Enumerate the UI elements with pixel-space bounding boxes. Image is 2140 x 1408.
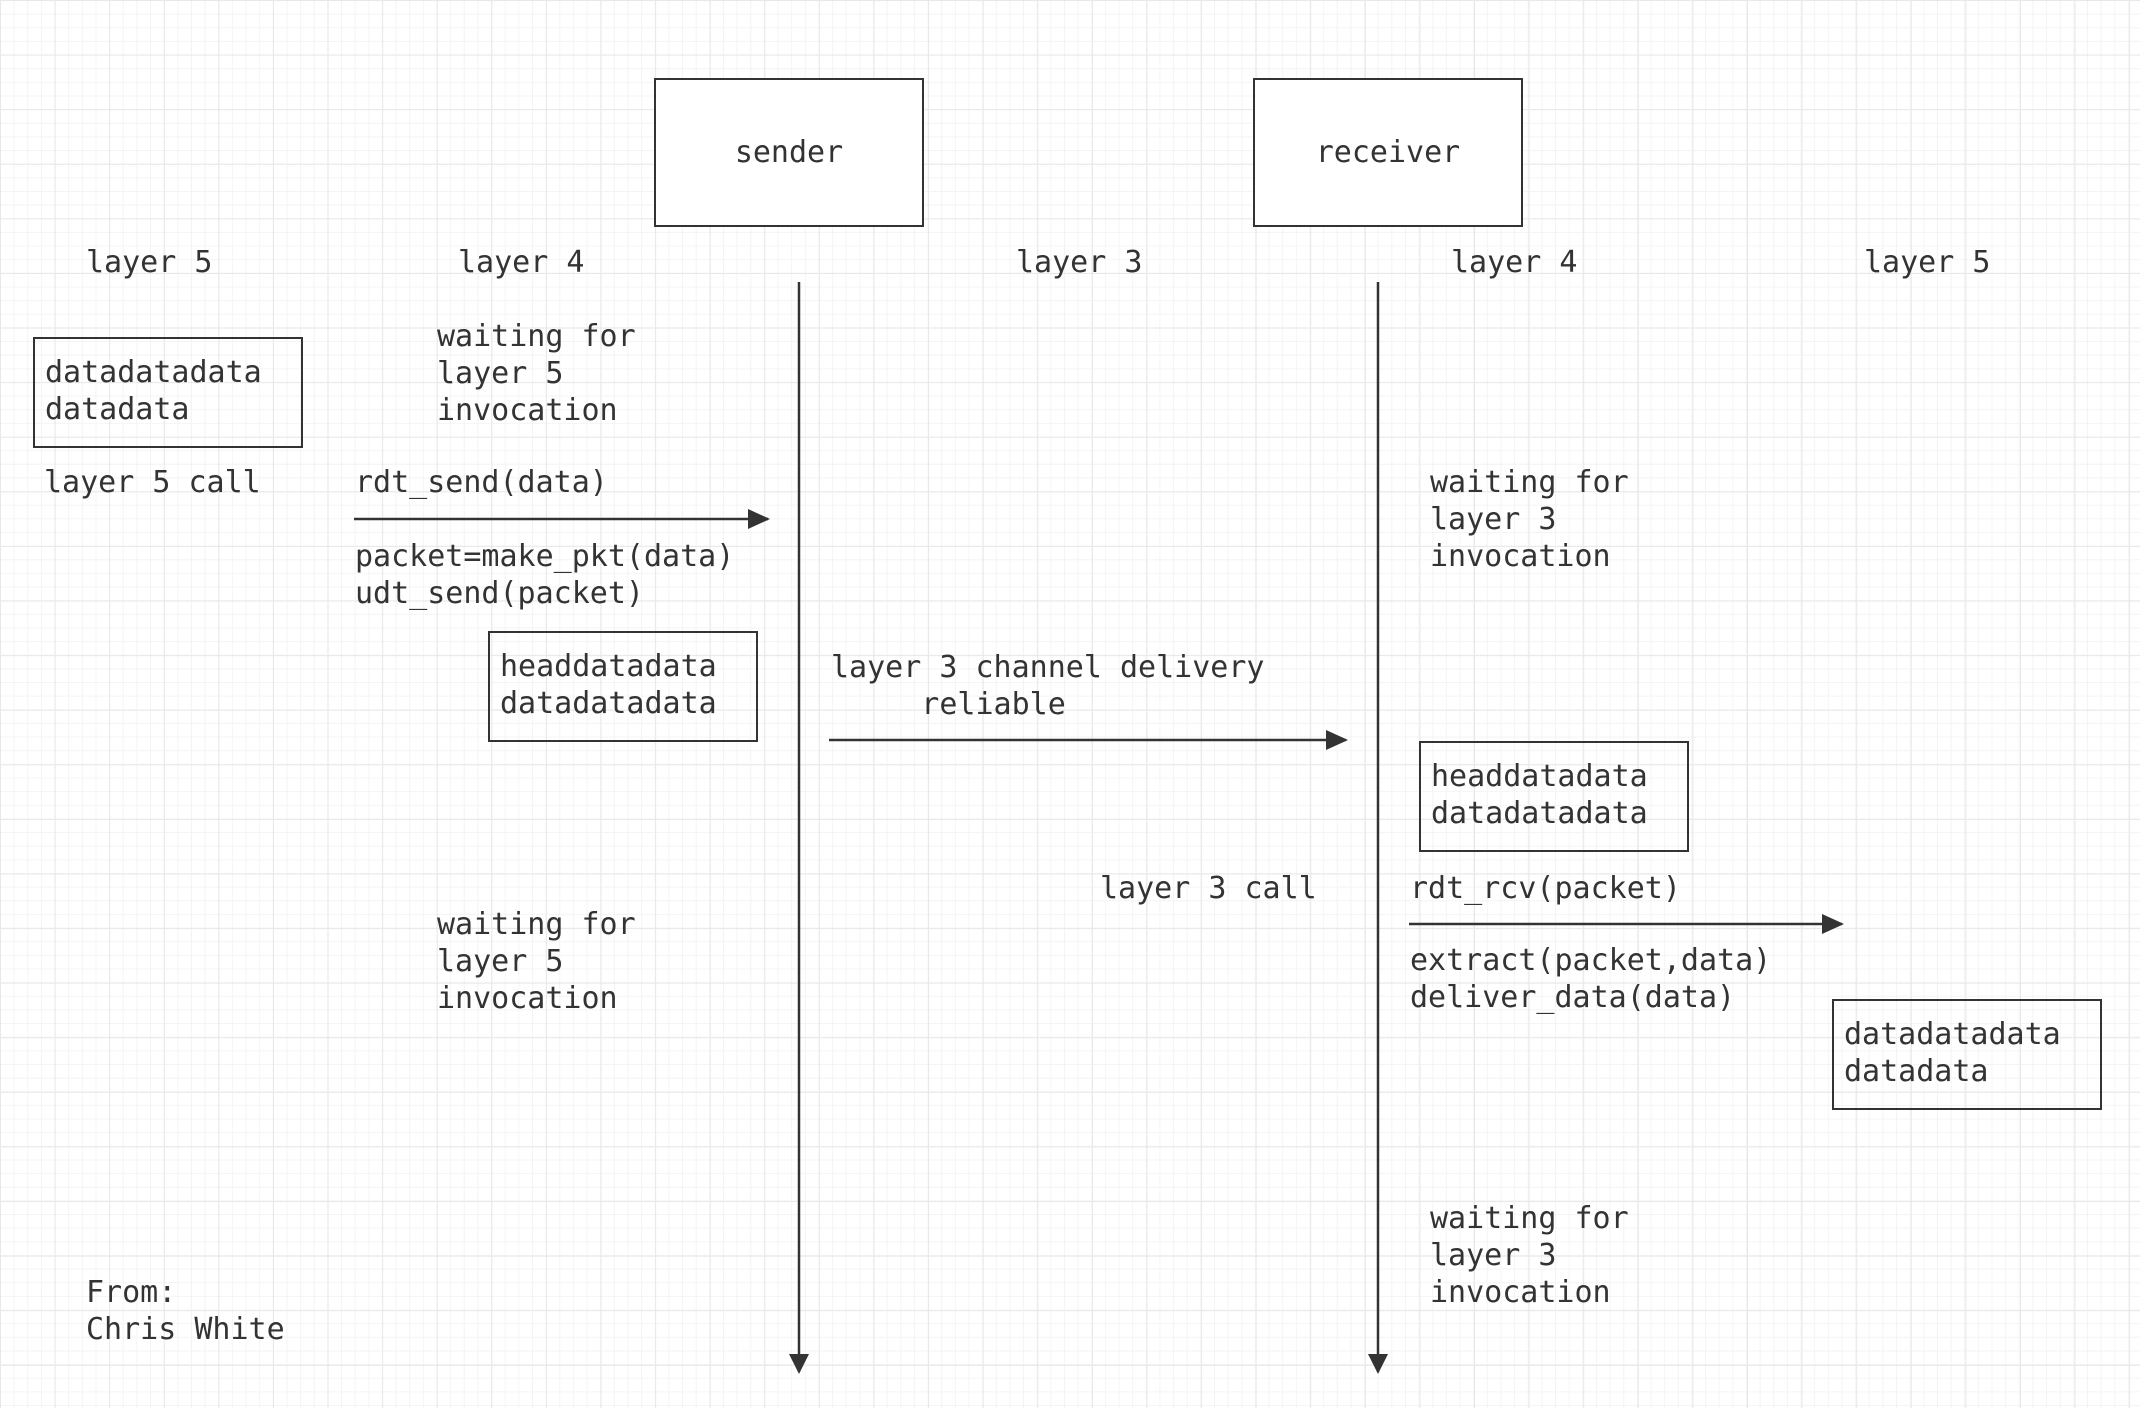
sender-lifeline-arrowhead (789, 1354, 809, 1374)
rdt-rcv-arrowhead (1822, 914, 1844, 934)
receiver-packet-box: headdatadata datadatadata (1419, 741, 1689, 852)
rdt-rcv-label: rdt_rcv(packet) (1410, 871, 1681, 906)
sender-layer5-call: layer 5 call (44, 465, 261, 500)
sender-waiting-top: waiting for layer 5 invocation (437, 319, 636, 428)
sender-packet-box-text: headdatadata datadatadata (500, 649, 717, 721)
receiver-data-box: datadatadata datadata (1832, 999, 2102, 1110)
make-pkt-label: packet=make_pkt(data) udt_send(packet) (355, 539, 735, 611)
layer-heading-channel-l3: layer 3 (1016, 245, 1143, 280)
receiver-waiting-top: waiting for layer 3 invocation (1430, 465, 1629, 574)
receiver-lifeline-arrowhead (1368, 1354, 1388, 1374)
sender-data-box-text: datadatadata datadata (45, 355, 262, 427)
layer-heading-sender-l4: layer 4 (458, 245, 585, 280)
sender-waiting-bottom: waiting for layer 5 invocation (437, 907, 636, 1016)
rdt-send-label: rdt_send(data) (355, 465, 608, 500)
extract-label: extract(packet,data) deliver_data(data) (1410, 943, 1772, 1015)
author-credit: From: Chris White (86, 1275, 285, 1347)
channel-delivery-label: layer 3 channel delivery reliable (831, 650, 1265, 722)
receiver-data-box-text: datadatadata datadata (1844, 1017, 2061, 1089)
sender-data-box: datadatadata datadata (33, 337, 303, 448)
receiver-box: receiver (1253, 78, 1523, 227)
layer-heading-receiver-l5: layer 5 (1864, 245, 1991, 280)
layer-heading-receiver-l4: layer 4 (1451, 245, 1578, 280)
receiver-waiting-bottom: waiting for layer 3 invocation (1430, 1201, 1629, 1310)
channel-delivery-arrowhead (1326, 730, 1348, 750)
rdt-send-arrowhead (748, 509, 770, 529)
sender-packet-box: headdatadata datadatadata (488, 631, 758, 742)
layer-heading-sender-l5: layer 5 (86, 245, 213, 280)
sender-label: sender (734, 135, 844, 170)
receiver-packet-box-text: headdatadata datadatadata (1431, 759, 1648, 831)
sender-box: sender (654, 78, 924, 227)
receiver-layer3-call: layer 3 call (1100, 871, 1317, 906)
receiver-label: receiver (1315, 135, 1461, 170)
